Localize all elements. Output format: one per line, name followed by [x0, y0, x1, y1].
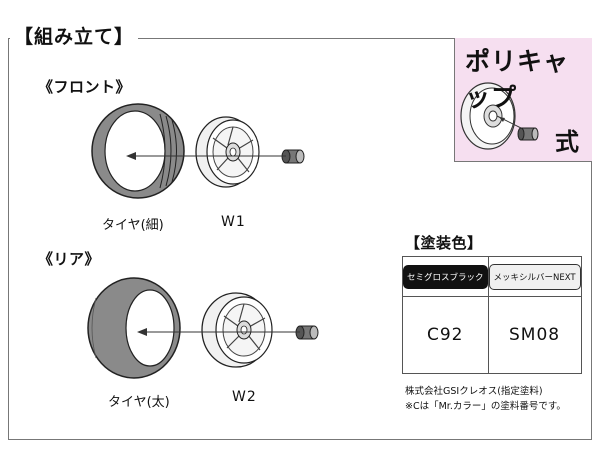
rear-tire-icon	[87, 277, 181, 379]
rear-heading: 《リア》	[38, 250, 101, 268]
paint-code-cell: SM08	[487, 296, 582, 374]
paint-note-code: ※Cは「Mr.カラー」の塗料番号です。	[405, 401, 566, 412]
polycap-illustration	[460, 82, 539, 150]
paint-table: セミグロスブラック メッキシルバーNEXT C92 SM08	[402, 256, 582, 374]
paint-name-cell: セミグロスブラック	[402, 256, 489, 297]
rear-arrow-head	[137, 328, 147, 336]
paint-note-maker: 株式会社GSIクレオス(指定塗料)	[405, 386, 543, 397]
assembly-frame	[8, 38, 592, 440]
polycap-title: ポリキャップ	[465, 47, 570, 112]
paint-code-cell: C92	[402, 296, 489, 374]
rear-wheel-label: W2	[232, 389, 257, 405]
paint-name-badge: メッキシルバーNEXT	[488, 263, 581, 290]
paint-name-cell: メッキシルバーNEXT	[487, 256, 582, 297]
polycap-title-suffix: 式	[555, 128, 580, 156]
front-wheel-icon	[195, 116, 260, 188]
paint-name-badge: セミグロスブラック	[403, 264, 488, 289]
front-arrow-head	[126, 152, 136, 160]
front-heading: 《フロント》	[38, 78, 132, 96]
rear-wheel-icon	[201, 292, 273, 368]
polycap-badge: ポリキャップ 式	[454, 38, 592, 162]
rear-tire-label: タイヤ(太)	[108, 395, 170, 410]
front-tire-icon	[91, 103, 185, 199]
front-wheel-label: W1	[221, 214, 246, 230]
polycap-wheel-icon	[460, 82, 524, 150]
paint-title: 【塗装色】	[405, 234, 483, 252]
front-tire-label: タイヤ(細)	[102, 218, 164, 233]
page-title: 【組み立て】	[10, 22, 139, 49]
polycap-cap-icon	[517, 127, 539, 141]
